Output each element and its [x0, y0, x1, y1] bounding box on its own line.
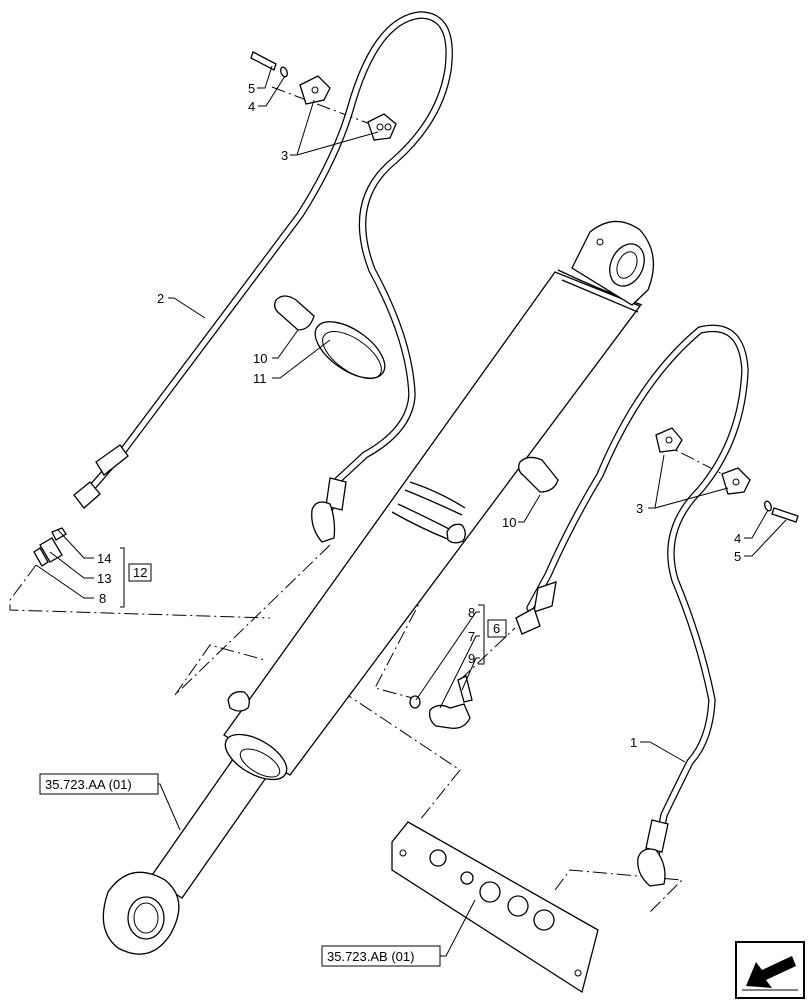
fittings: [33, 527, 473, 729]
callout-12: 12: [133, 565, 147, 580]
hydraulic-cylinder: [102, 220, 654, 955]
callout-11: 11: [253, 371, 267, 386]
reference-valve-block[interactable]: 35.723.AB (01): [321, 945, 441, 967]
callout-2: 2: [157, 291, 164, 306]
clamps: [299, 75, 751, 495]
arrow-back-icon[interactable]: [735, 941, 805, 999]
callout-8-right: 8: [468, 605, 475, 620]
callout-5-right: 5: [734, 549, 741, 564]
callout-5-left: 5: [248, 81, 255, 96]
callout-6-box: [487, 619, 507, 638]
leader-lines: [35, 65, 787, 957]
reference-cylinder-label: 35.723.AA (01): [45, 777, 132, 792]
callout-10-right: 10: [502, 515, 516, 530]
hose-right: [515, 324, 749, 887]
straps-band: [274, 295, 559, 493]
callout-4-right: 4: [734, 531, 741, 546]
bolts-washers: [250, 51, 799, 523]
callout-7: 7: [468, 629, 475, 644]
callout-4-left: 4: [248, 99, 255, 114]
callout-1: 1: [630, 735, 637, 750]
callout-6: 6: [493, 621, 500, 636]
callout-12-box: [128, 563, 152, 582]
reference-cylinder[interactable]: 35.723.AA (01): [39, 773, 159, 795]
callout-8-left: 8: [99, 591, 106, 606]
reference-valve-block-label: 35.723.AB (01): [327, 949, 414, 964]
valve-block: [391, 821, 599, 994]
hose-left: [73, 11, 453, 543]
callout-3-left: 3: [281, 148, 288, 163]
callout-13: 13: [97, 571, 111, 586]
callout-labels: 5 4 3 2 10 11 14 13 8 12 8 7 9 6 10 3 4 …: [97, 81, 741, 750]
callout-10-top: 10: [253, 351, 267, 366]
callout-14: 14: [97, 551, 111, 566]
callout-9: 9: [468, 651, 475, 666]
callout-3-right: 3: [636, 501, 643, 516]
